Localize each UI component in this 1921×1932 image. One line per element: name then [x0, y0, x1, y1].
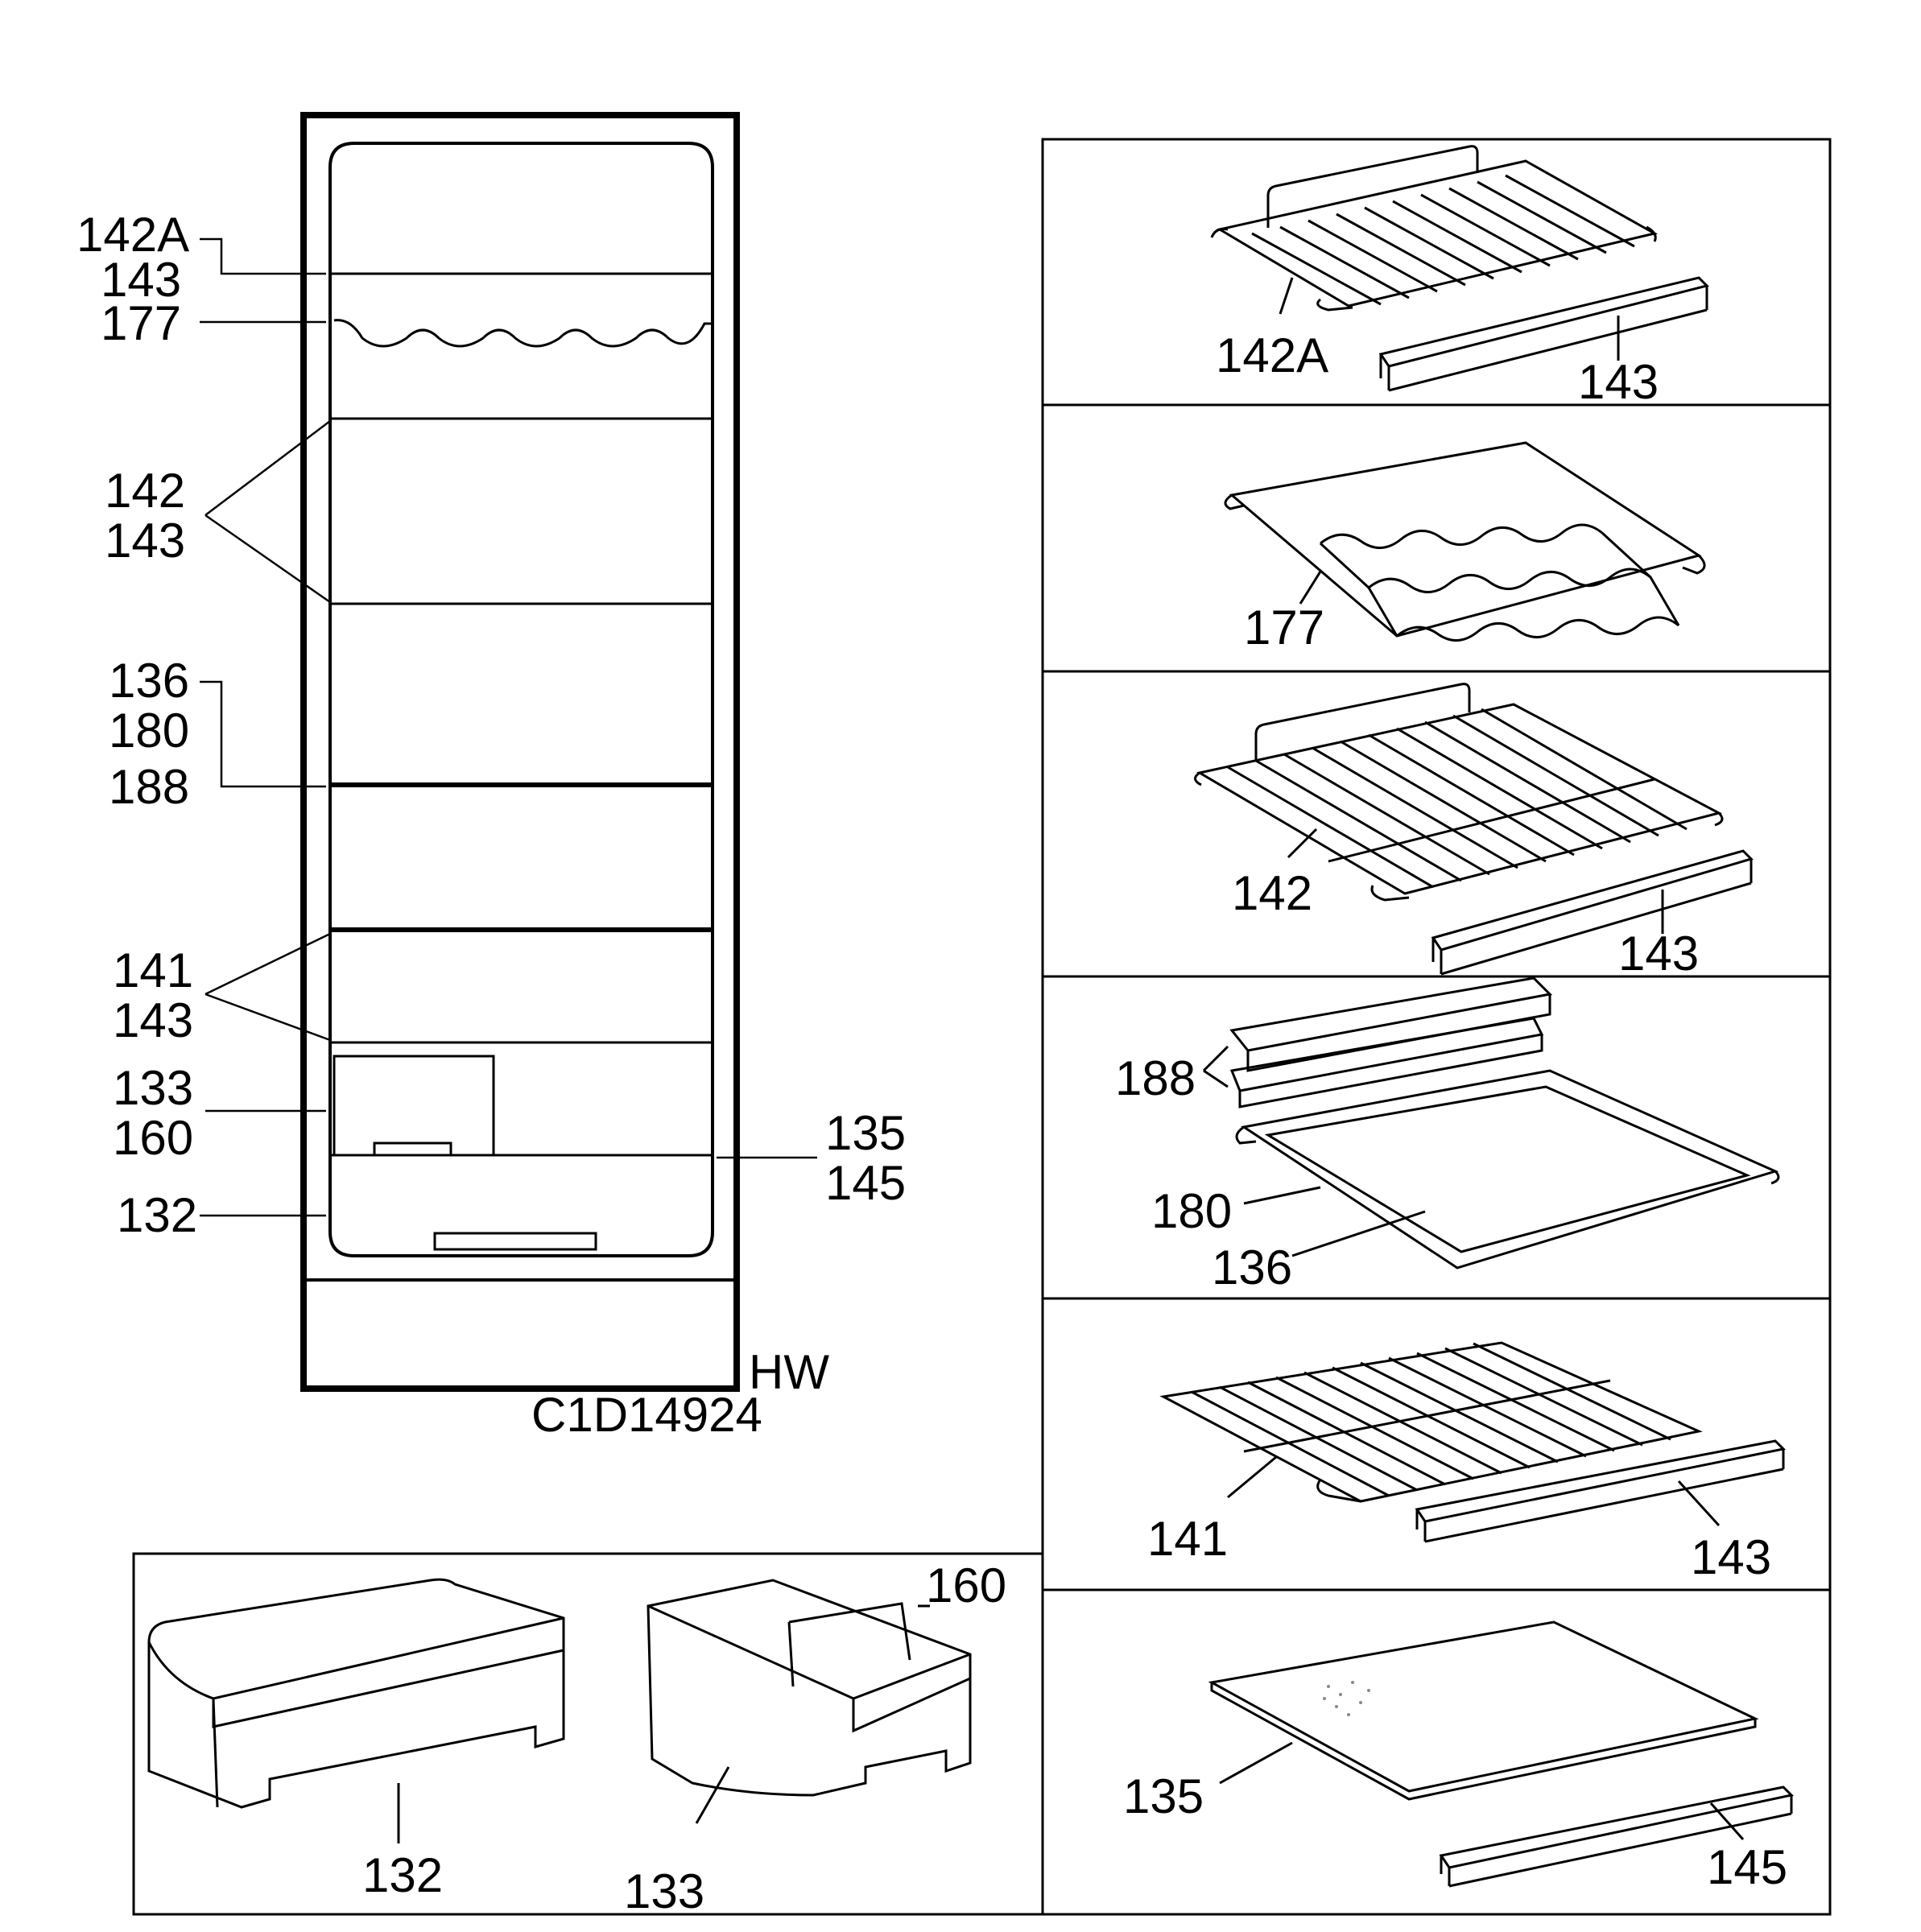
glass-texture: [1323, 1681, 1370, 1716]
label-142: 142: [1232, 866, 1312, 920]
label-160: 160: [926, 1558, 1006, 1612]
label-188: 188: [109, 760, 189, 814]
panel-glass-135: 135 145: [1123, 1620, 1795, 1894]
label-177: 177: [101, 296, 181, 350]
parts-panels: [1041, 138, 1832, 1916]
label-141: 141: [113, 943, 193, 997]
model-code: HW: [749, 1345, 829, 1399]
label-143: 143: [1578, 355, 1659, 409]
label-132: 132: [362, 1848, 443, 1902]
label-188: 188: [1115, 1051, 1196, 1105]
label-177: 177: [1244, 601, 1324, 654]
label-142A: 142A: [76, 208, 189, 262]
label-145: 145: [1707, 1840, 1787, 1894]
panel-shelf-142A: 142A 143: [1210, 145, 1709, 409]
label-180: 180: [1151, 1184, 1232, 1238]
label-136: 136: [109, 654, 189, 708]
panel-wine-rack-177: 177: [1224, 441, 1706, 654]
label-160: 160: [113, 1111, 193, 1165]
label-141: 141: [1147, 1512, 1228, 1566]
drawing-code: C1D14924: [531, 1388, 762, 1442]
wine-rack-177: [333, 319, 713, 348]
fridge-cabinet: 142A 143 177 142 143 136 180 188 141 143…: [76, 112, 906, 1442]
label-143: 143: [101, 253, 181, 307]
label-143: 143: [1691, 1530, 1771, 1584]
panel-shelf-141: 141 143: [1147, 1341, 1787, 1584]
label-136: 136: [1212, 1241, 1292, 1294]
label-143: 143: [1618, 927, 1699, 980]
label-135: 135: [825, 1106, 906, 1160]
label-145: 145: [825, 1156, 906, 1210]
label-133: 133: [624, 1864, 704, 1918]
label-135: 135: [1123, 1769, 1204, 1823]
panel-bins: 132 133 160: [132, 1552, 1044, 1918]
label-143: 143: [113, 993, 193, 1047]
label-133: 133: [113, 1061, 193, 1115]
small-bin-133: [333, 1055, 495, 1157]
label-132: 132: [117, 1188, 197, 1242]
label-142: 142: [105, 464, 185, 518]
label-143: 143: [105, 514, 185, 568]
panel-glass-shelf-136: 188 180 136: [1115, 976, 1780, 1294]
label-180: 180: [109, 704, 189, 758]
panel-shelf-142: 142 143: [1194, 683, 1754, 980]
label-142A: 142A: [1216, 328, 1328, 382]
